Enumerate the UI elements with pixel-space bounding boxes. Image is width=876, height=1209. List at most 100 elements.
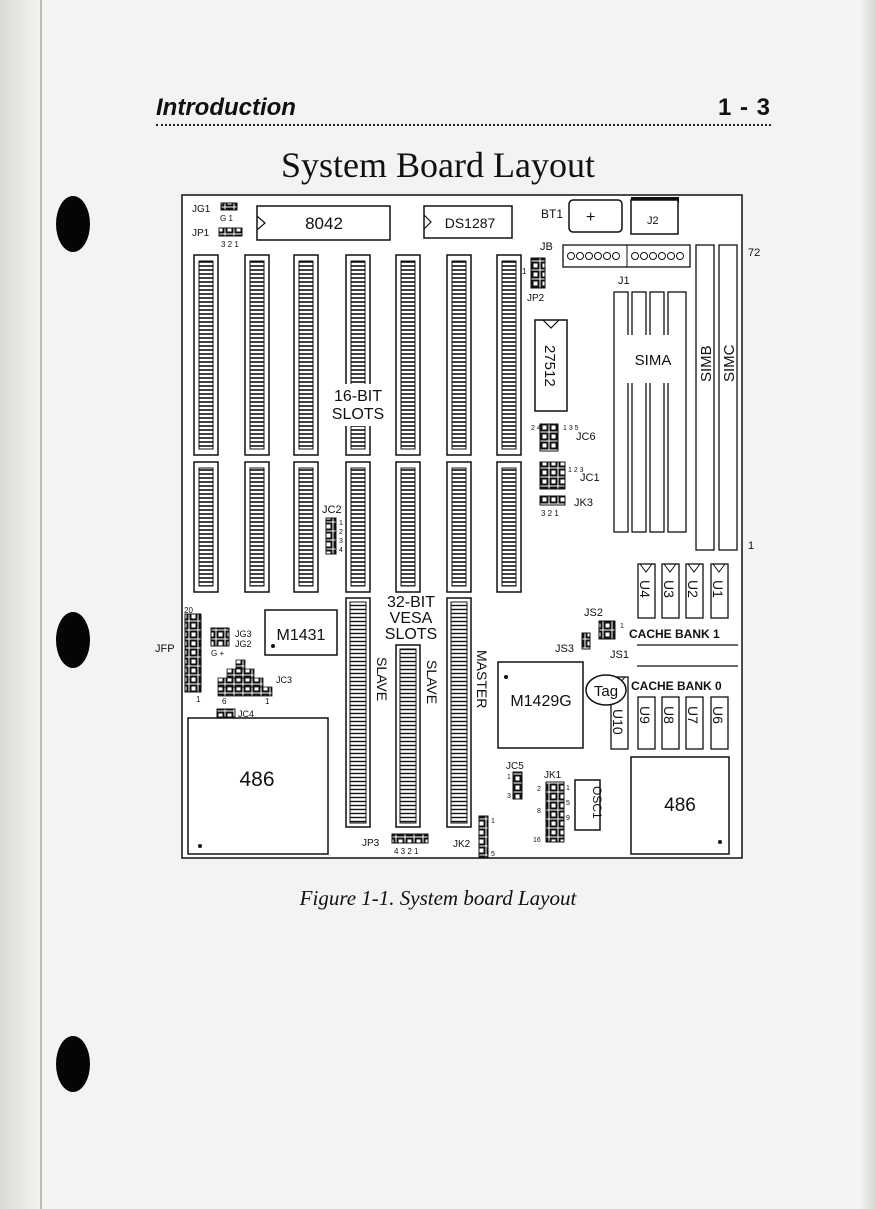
page-header: Introduction 1 - 3 xyxy=(156,94,771,126)
u10-label: U10 xyxy=(610,709,626,735)
jc6-pin-labels-right: 1 3 5 xyxy=(563,425,579,432)
jg3-label: JG3 xyxy=(235,629,252,639)
simm-simb: SIMB xyxy=(695,244,715,551)
jg1-label: JG1 xyxy=(192,204,211,215)
jc2-pin3: 3 xyxy=(339,538,343,545)
jk1-pin-8: 8 xyxy=(537,808,541,815)
jp1-label: JP1 xyxy=(192,228,210,239)
chip-label: 27512 xyxy=(541,345,558,387)
jfp-pin-20: 20 xyxy=(184,606,193,615)
isa-slot xyxy=(496,254,522,593)
jc3-label: JC3 xyxy=(276,675,292,685)
vesa-slot-middle xyxy=(395,644,421,828)
jumper-jg1 xyxy=(220,202,238,211)
js2-label: JS2 xyxy=(584,607,603,619)
jg2-label: JG2 xyxy=(235,639,252,649)
jc5-label: JC5 xyxy=(506,761,524,772)
section-title: Introduction xyxy=(156,94,296,121)
chip-label: 486 xyxy=(239,768,274,791)
jk1-pin-2: 2 xyxy=(537,786,541,793)
isa-label-bg xyxy=(326,384,390,426)
jumper-jfp xyxy=(184,613,202,693)
bios-chip-27512: 27512 xyxy=(534,319,568,412)
u3-label: U3 xyxy=(661,580,677,598)
cache-bank-0-label: CACHE BANK 0 xyxy=(631,679,722,693)
isa-slot xyxy=(193,254,219,593)
jk2-pin-5: 5 xyxy=(491,851,495,858)
jc5-pin-3: 3 xyxy=(507,793,511,800)
jumper-js2 xyxy=(598,620,616,640)
jumper-jc6 xyxy=(539,423,559,452)
oscillator-osc1: OSC1 xyxy=(574,779,604,831)
jc2-pin4: 4 xyxy=(339,547,343,554)
jk3-pin-labels: 3 2 1 xyxy=(541,509,559,518)
u8-label: U8 xyxy=(661,706,677,724)
jk2-label: JK2 xyxy=(453,839,471,850)
jumper-jc1 xyxy=(539,461,566,490)
jumper-js3 xyxy=(581,632,591,650)
simb-label: SIMB xyxy=(698,345,715,382)
isa-slot xyxy=(446,254,472,593)
vesa-label-line3: SLOTS xyxy=(385,626,437,643)
chip-label: M1431 xyxy=(277,627,326,644)
chipset-m1429g: M1429G xyxy=(497,661,584,749)
jumper-jk1 xyxy=(545,781,565,843)
js1-label: JS1 xyxy=(610,649,629,661)
jp2-pin1: 1 xyxy=(522,267,527,276)
isa-slot xyxy=(244,254,270,593)
battery-plus-symbol: + xyxy=(586,209,595,226)
jp3-label: JP3 xyxy=(362,838,380,849)
jc4-label: JC4 xyxy=(238,709,254,719)
jc5-pin-1: 1 xyxy=(507,774,511,781)
u4-label: U4 xyxy=(637,580,653,598)
jc3-pin-6: 6 xyxy=(222,697,227,706)
battery-bt1 xyxy=(568,199,623,233)
jfp-label: JFP xyxy=(155,643,175,655)
jc2-pin1: 1 xyxy=(339,520,343,527)
u1-label: U1 xyxy=(710,580,726,598)
jp2-label: JP2 xyxy=(527,293,545,304)
page-right-edge xyxy=(860,0,876,1209)
jumper-jg3-jg2 xyxy=(210,627,230,647)
chip-label: 486 xyxy=(664,795,696,816)
jk1-label: JK1 xyxy=(544,770,562,781)
simc-label: SIMC xyxy=(721,344,738,382)
jumper-jk3 xyxy=(539,495,566,506)
chip-label: OSC1 xyxy=(590,786,604,819)
keyboard-controller-8042: 8042 xyxy=(256,205,391,241)
isa-label-line2: SLOTS xyxy=(332,406,384,423)
jg1-pins: G 1 xyxy=(220,214,233,223)
tag-ram xyxy=(585,674,627,706)
jumper-jp3 xyxy=(391,833,429,844)
slave-label-1: SLAVE xyxy=(374,657,390,701)
jg-pin-labels: G + xyxy=(211,649,224,658)
chip-label: 8042 xyxy=(305,214,343,233)
io-chip-m1431: M1431 xyxy=(264,609,338,656)
connector-j2 xyxy=(630,199,679,235)
jumper-jp1 xyxy=(218,227,243,237)
jc1-pin-labels: 1 2 3 xyxy=(568,467,584,474)
chip-label: DS1287 xyxy=(445,215,496,231)
jfp-pin-1: 1 xyxy=(196,695,201,704)
sima-label: SIMA xyxy=(635,352,672,369)
cache-bank-1-label: CACHE BANK 1 xyxy=(629,627,720,641)
isa-slot xyxy=(395,254,421,593)
page-number: 1 - 3 xyxy=(717,94,771,121)
bt1-label: BT1 xyxy=(541,207,563,221)
jc2-pin2: 2 xyxy=(339,529,343,536)
jk1-pin-5: 5 xyxy=(566,800,570,807)
tag-label: Tag xyxy=(594,683,618,700)
jc6-pin-labels-left: 2 4 6 xyxy=(531,425,547,432)
jc2-label: JC2 xyxy=(322,504,342,516)
punch-hole-bottom xyxy=(56,1036,90,1092)
vesa-slot-left xyxy=(345,597,371,828)
vesa-label-line2: VESA xyxy=(390,610,433,627)
jumper-jc5 xyxy=(512,771,523,800)
isa-label-line1: 16-BIT xyxy=(334,388,382,405)
jp3-pin-labels: 4 3 2 1 xyxy=(394,847,419,856)
jumper-jc2 xyxy=(325,517,337,555)
rtc-chip-ds1287: DS1287 xyxy=(423,205,513,239)
master-label: MASTER xyxy=(474,650,490,708)
j1-pins xyxy=(567,252,684,260)
figure-caption: Figure 1-1. System board Layout xyxy=(299,886,577,910)
